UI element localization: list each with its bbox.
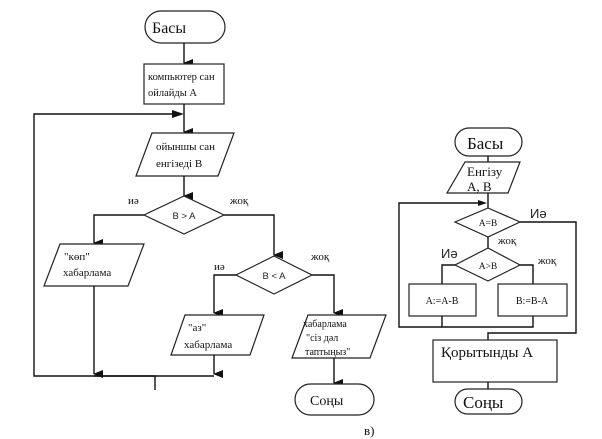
arrow-decision1-yes: [93, 214, 144, 247]
right-start-terminator: Басы: [454, 127, 523, 157]
right-input-line1: Енгізу: [467, 164, 503, 179]
output-found-line3: таптыңыз": [305, 347, 350, 358]
right-end-terminator: Соңы: [454, 388, 523, 415]
decision-a-equals-b: А=В: [453, 207, 522, 238]
output-few-line1: "аз": [188, 322, 206, 334]
output-found-line1: хабарлама: [303, 319, 347, 330]
arrow-decision2-yes: [213, 274, 236, 317]
right-result-box: Қорытынды А: [432, 339, 558, 383]
left-start-terminator: Басы: [144, 10, 226, 44]
decision2-label: B < A: [263, 271, 287, 282]
right-loop-arrowhead: [478, 200, 487, 206]
decision-gt-yes-label: Иә: [441, 246, 458, 261]
output-many-line1: "көп": [64, 251, 90, 263]
process-b-label: В:=В-А: [516, 296, 549, 307]
decision1-no-label: жоқ: [229, 195, 249, 207]
decision1-label: B > A: [173, 211, 197, 222]
output-few-message: "аз" хабарлама: [170, 314, 265, 356]
left-input-player: ойыншы сан енгізеді В: [135, 132, 235, 177]
right-arrow-gt-no: [520, 264, 534, 284]
decision-eq-label: А=В: [479, 219, 498, 229]
output-many-line2: хабарлама: [63, 267, 111, 279]
arrow-decision1-no: [224, 214, 283, 259]
decision-a-greater-b: А>В: [453, 247, 522, 282]
right-start-label: Басы: [467, 134, 504, 153]
process-a-minus-b: А:=А-В: [408, 283, 477, 317]
left-process-computer: компьютер сан ойлайды А: [143, 63, 225, 105]
process-a-label: А:=А-В: [426, 296, 459, 307]
output-many-message: "көп" хабарлама: [43, 243, 145, 287]
loop-back-arrowhead: [172, 110, 184, 118]
decision2-yes-label: иә: [214, 261, 225, 273]
left-start-label: Басы: [152, 20, 186, 37]
decision-eq-yes-label: Иә: [530, 206, 547, 221]
output-found-message: хабарлама "сіз дәл таптыңыз": [291, 314, 387, 359]
right-loop-back-line: [398, 202, 478, 328]
decision-b-greater-a: B > A: [142, 195, 226, 235]
left-end-label: Соңы: [310, 394, 344, 409]
decision1-yes-label: иә: [128, 195, 139, 207]
decision-gt-no-label: жоқ: [537, 255, 557, 267]
input-player-line2: енгізеді В: [156, 158, 202, 170]
right-input-line2: А, В: [467, 179, 492, 194]
arrow-decision2-no: [312, 274, 343, 317]
process-computer-line1: компьютер сан: [148, 72, 215, 83]
left-flowchart: Басы компьютер сан ойлайды А ойыншы сан …: [33, 10, 387, 438]
right-end-label: Соңы: [463, 393, 504, 412]
right-arrow-gt-yes: [441, 264, 455, 284]
loop-back-line: [33, 113, 176, 390]
process-computer-line2: ойлайды А: [148, 88, 197, 99]
right-input: Енгізу А, В: [445, 161, 521, 194]
decision2-no-label: жоқ: [310, 251, 330, 263]
right-process-b-merge: [442, 316, 534, 328]
output-found-line2: "сіз дәл: [306, 333, 338, 344]
right-result-label: Қорытынды А: [441, 345, 533, 361]
decision-gt-label: А>В: [479, 262, 498, 272]
output-few-line2: хабарлама: [184, 339, 232, 351]
right-arrow-eq-yes: [487, 221, 577, 340]
input-player-line1: ойыншы сан: [156, 141, 215, 153]
left-end-terminator: Соңы: [294, 383, 375, 416]
process-b-minus-a: В:=В-А: [497, 283, 568, 317]
right-flowchart: Басы Енгізу А, В А=В Иә жоқ А>В Иә жоқ: [398, 127, 577, 415]
decision-b-less-a: B < A: [234, 255, 314, 295]
figure-caption: в): [364, 423, 374, 438]
decision-eq-no-label: жоқ: [497, 235, 517, 247]
